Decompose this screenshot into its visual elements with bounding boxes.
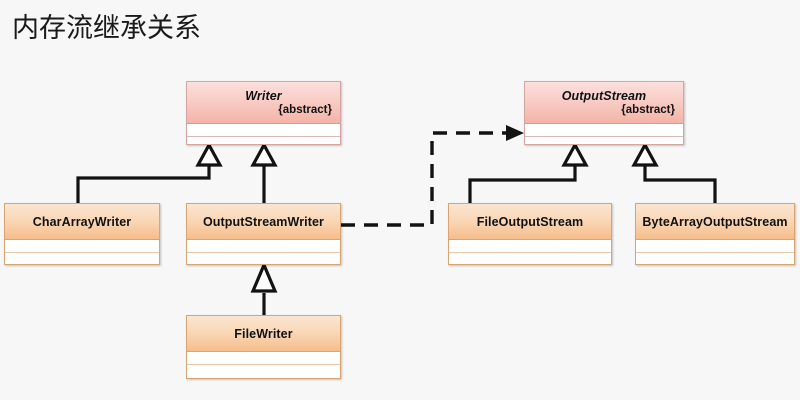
class-stereotype-writer: {abstract}	[278, 104, 332, 116]
operations-compartment	[525, 137, 683, 144]
attributes-compartment	[525, 124, 683, 137]
class-box-file-output-stream[interactable]: FileOutputStream	[448, 203, 612, 265]
class-header-output-stream: OutputStream {abstract}	[525, 82, 683, 124]
class-box-byte-array-output-stream[interactable]: ByteArrayOutputStream	[635, 203, 795, 265]
class-header-byte-array-output-stream: ByteArrayOutputStream	[636, 204, 794, 240]
class-box-writer[interactable]: Writer {abstract}	[186, 81, 341, 145]
class-name-file-output-stream: FileOutputStream	[476, 214, 584, 229]
attributes-compartment	[636, 240, 794, 253]
operations-compartment	[187, 253, 340, 264]
class-header-file-writer: FileWriter	[187, 316, 340, 352]
class-header-char-array-writer: CharArrayWriter	[5, 204, 159, 240]
class-name-output-stream-writer: OutputStreamWriter	[202, 214, 325, 229]
operations-compartment	[5, 253, 159, 264]
class-name-file-writer: FileWriter	[234, 326, 293, 341]
class-stereotype-output-stream: {abstract}	[621, 104, 675, 116]
edge-chararraywriter-to-writer	[76, 141, 223, 203]
edge-filewriter-to-outputstreamwriter	[250, 260, 278, 315]
class-header-output-stream-writer: OutputStreamWriter	[187, 204, 340, 240]
attributes-compartment	[187, 124, 340, 137]
operations-compartment	[187, 365, 340, 378]
edge-bytearrayoutputstream-to-outputstream	[631, 141, 717, 203]
class-header-file-output-stream: FileOutputStream	[449, 204, 611, 240]
class-box-output-stream-writer[interactable]: OutputStreamWriter	[186, 203, 341, 265]
attributes-compartment	[5, 240, 159, 253]
class-name-writer: Writer	[245, 89, 282, 103]
edge-fileoutputstream-to-outputstream	[468, 141, 589, 203]
attributes-compartment	[187, 352, 340, 365]
attributes-compartment	[449, 240, 611, 253]
operations-compartment	[449, 253, 611, 264]
edge-outputstreamwriter-to-writer	[250, 141, 278, 203]
attributes-compartment	[187, 240, 340, 253]
class-box-file-writer[interactable]: FileWriter	[186, 315, 341, 379]
operations-compartment	[636, 253, 794, 264]
operations-compartment	[187, 137, 340, 144]
class-box-output-stream[interactable]: OutputStream {abstract}	[524, 81, 684, 145]
class-name-byte-array-output-stream: ByteArrayOutputStream	[642, 214, 788, 229]
class-name-output-stream: OutputStream	[561, 89, 647, 103]
class-name-char-array-writer: CharArrayWriter	[32, 214, 132, 229]
class-box-char-array-writer[interactable]: CharArrayWriter	[4, 203, 160, 265]
page-title: 内存流继承关系	[12, 13, 201, 44]
class-header-writer: Writer {abstract}	[187, 82, 340, 124]
